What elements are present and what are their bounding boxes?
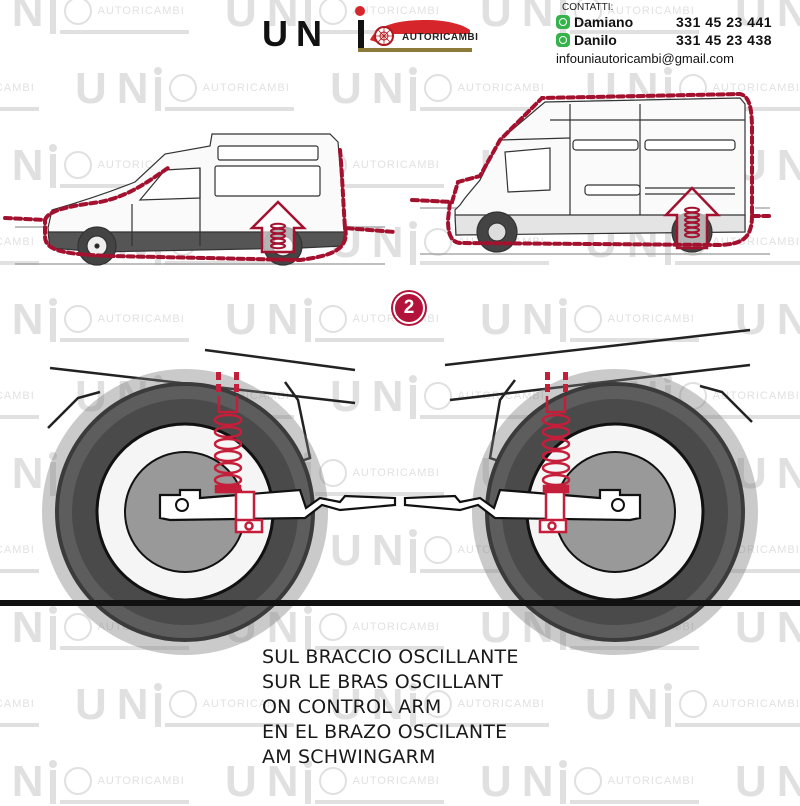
brand-logo: UN AUTORICAMBI bbox=[262, 6, 478, 54]
caption-line-es: EN EL BRAZO OSCILANTE bbox=[262, 721, 508, 743]
contact-phone[interactable]: 331 45 23 441 bbox=[676, 14, 773, 30]
logo-car-icon bbox=[370, 20, 470, 46]
logo-brand-text: AUTORICAMBI bbox=[402, 32, 479, 43]
large-van-diagram bbox=[410, 91, 774, 255]
contact-phone[interactable]: 331 45 23 438 bbox=[676, 32, 773, 48]
step-badge: 2 bbox=[393, 292, 425, 324]
right-suspension-diagram bbox=[400, 328, 800, 655]
logo-dot bbox=[355, 6, 365, 16]
caption-line-de: AM SCHWINGARM bbox=[262, 746, 436, 768]
contacts-panel: CONTATTI: Damiano 331 45 23 441 Danilo 3… bbox=[556, 2, 800, 66]
contact-email[interactable]: infouniautoricambi@gmail.com bbox=[556, 51, 734, 66]
small-van-diagram bbox=[3, 133, 397, 266]
whatsapp-icon bbox=[556, 15, 570, 29]
contact-name: Damiano bbox=[574, 14, 634, 30]
caption-line-it: SUL BRACCIO OSCILLANTE bbox=[262, 646, 519, 668]
contact-row: Danilo 331 45 23 438 bbox=[556, 31, 800, 49]
left-suspension-diagram bbox=[0, 348, 400, 655]
contact-row: Damiano 331 45 23 441 bbox=[556, 13, 800, 31]
logo-mark: UN bbox=[262, 13, 330, 54]
contact-name: Danilo bbox=[574, 32, 617, 48]
caption-line-en: ON CONTROL ARM bbox=[262, 696, 442, 718]
whatsapp-icon bbox=[556, 33, 570, 47]
logo-i-bar bbox=[358, 20, 364, 48]
logo-underline bbox=[358, 48, 472, 52]
contacts-label: CONTATTI: bbox=[562, 2, 614, 13]
caption-block: SUL BRACCIO OSCILLANTE SUR LE BRAS OSCIL… bbox=[262, 645, 519, 770]
caption-line-fr: SUR LE BRAS OSCILLANT bbox=[262, 671, 503, 693]
